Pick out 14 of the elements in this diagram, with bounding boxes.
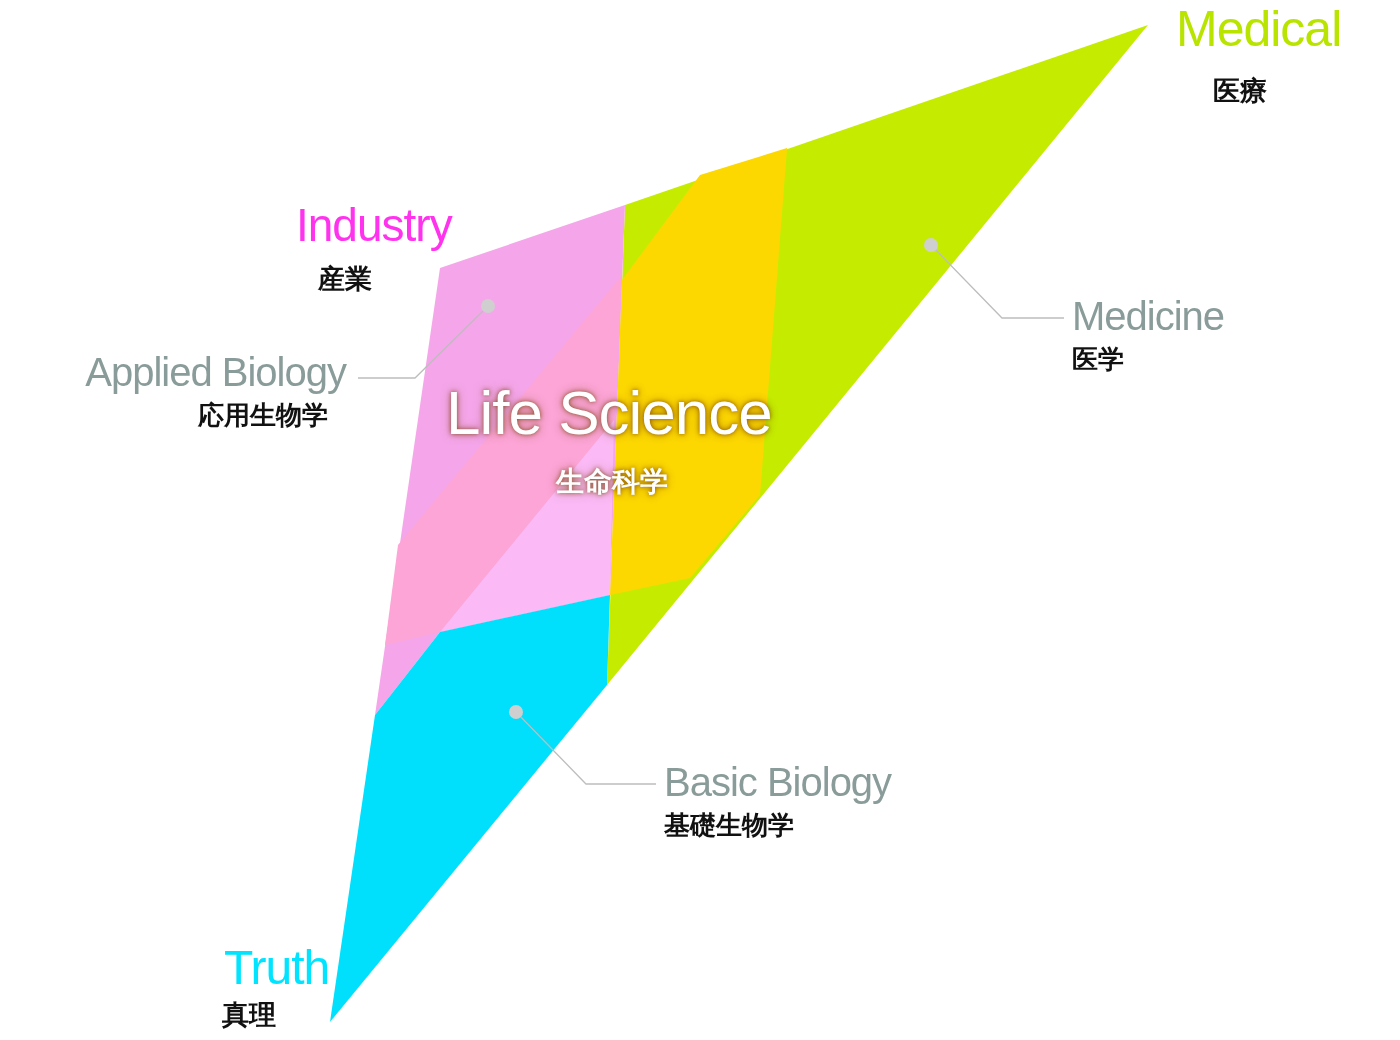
region-title: Medical	[1176, 4, 1342, 54]
field-label: Basic Biology	[664, 762, 892, 802]
region-title: Truth	[224, 944, 330, 992]
leader-line	[935, 249, 1065, 319]
field-subtitle: 応用生物学	[197, 402, 328, 428]
field-label: Applied Biology	[84, 352, 346, 392]
leader-line	[357, 310, 484, 379]
region-subtitle: 産業	[318, 266, 372, 293]
field-subtitle: 医学	[1072, 346, 1125, 372]
leader-line	[520, 716, 657, 785]
region-subtitle: 医療	[1213, 78, 1267, 105]
region-subtitle: 真理	[222, 1002, 276, 1029]
field-subtitle: 基礎生物学	[664, 812, 795, 838]
field-label: Medicine	[1072, 296, 1225, 336]
